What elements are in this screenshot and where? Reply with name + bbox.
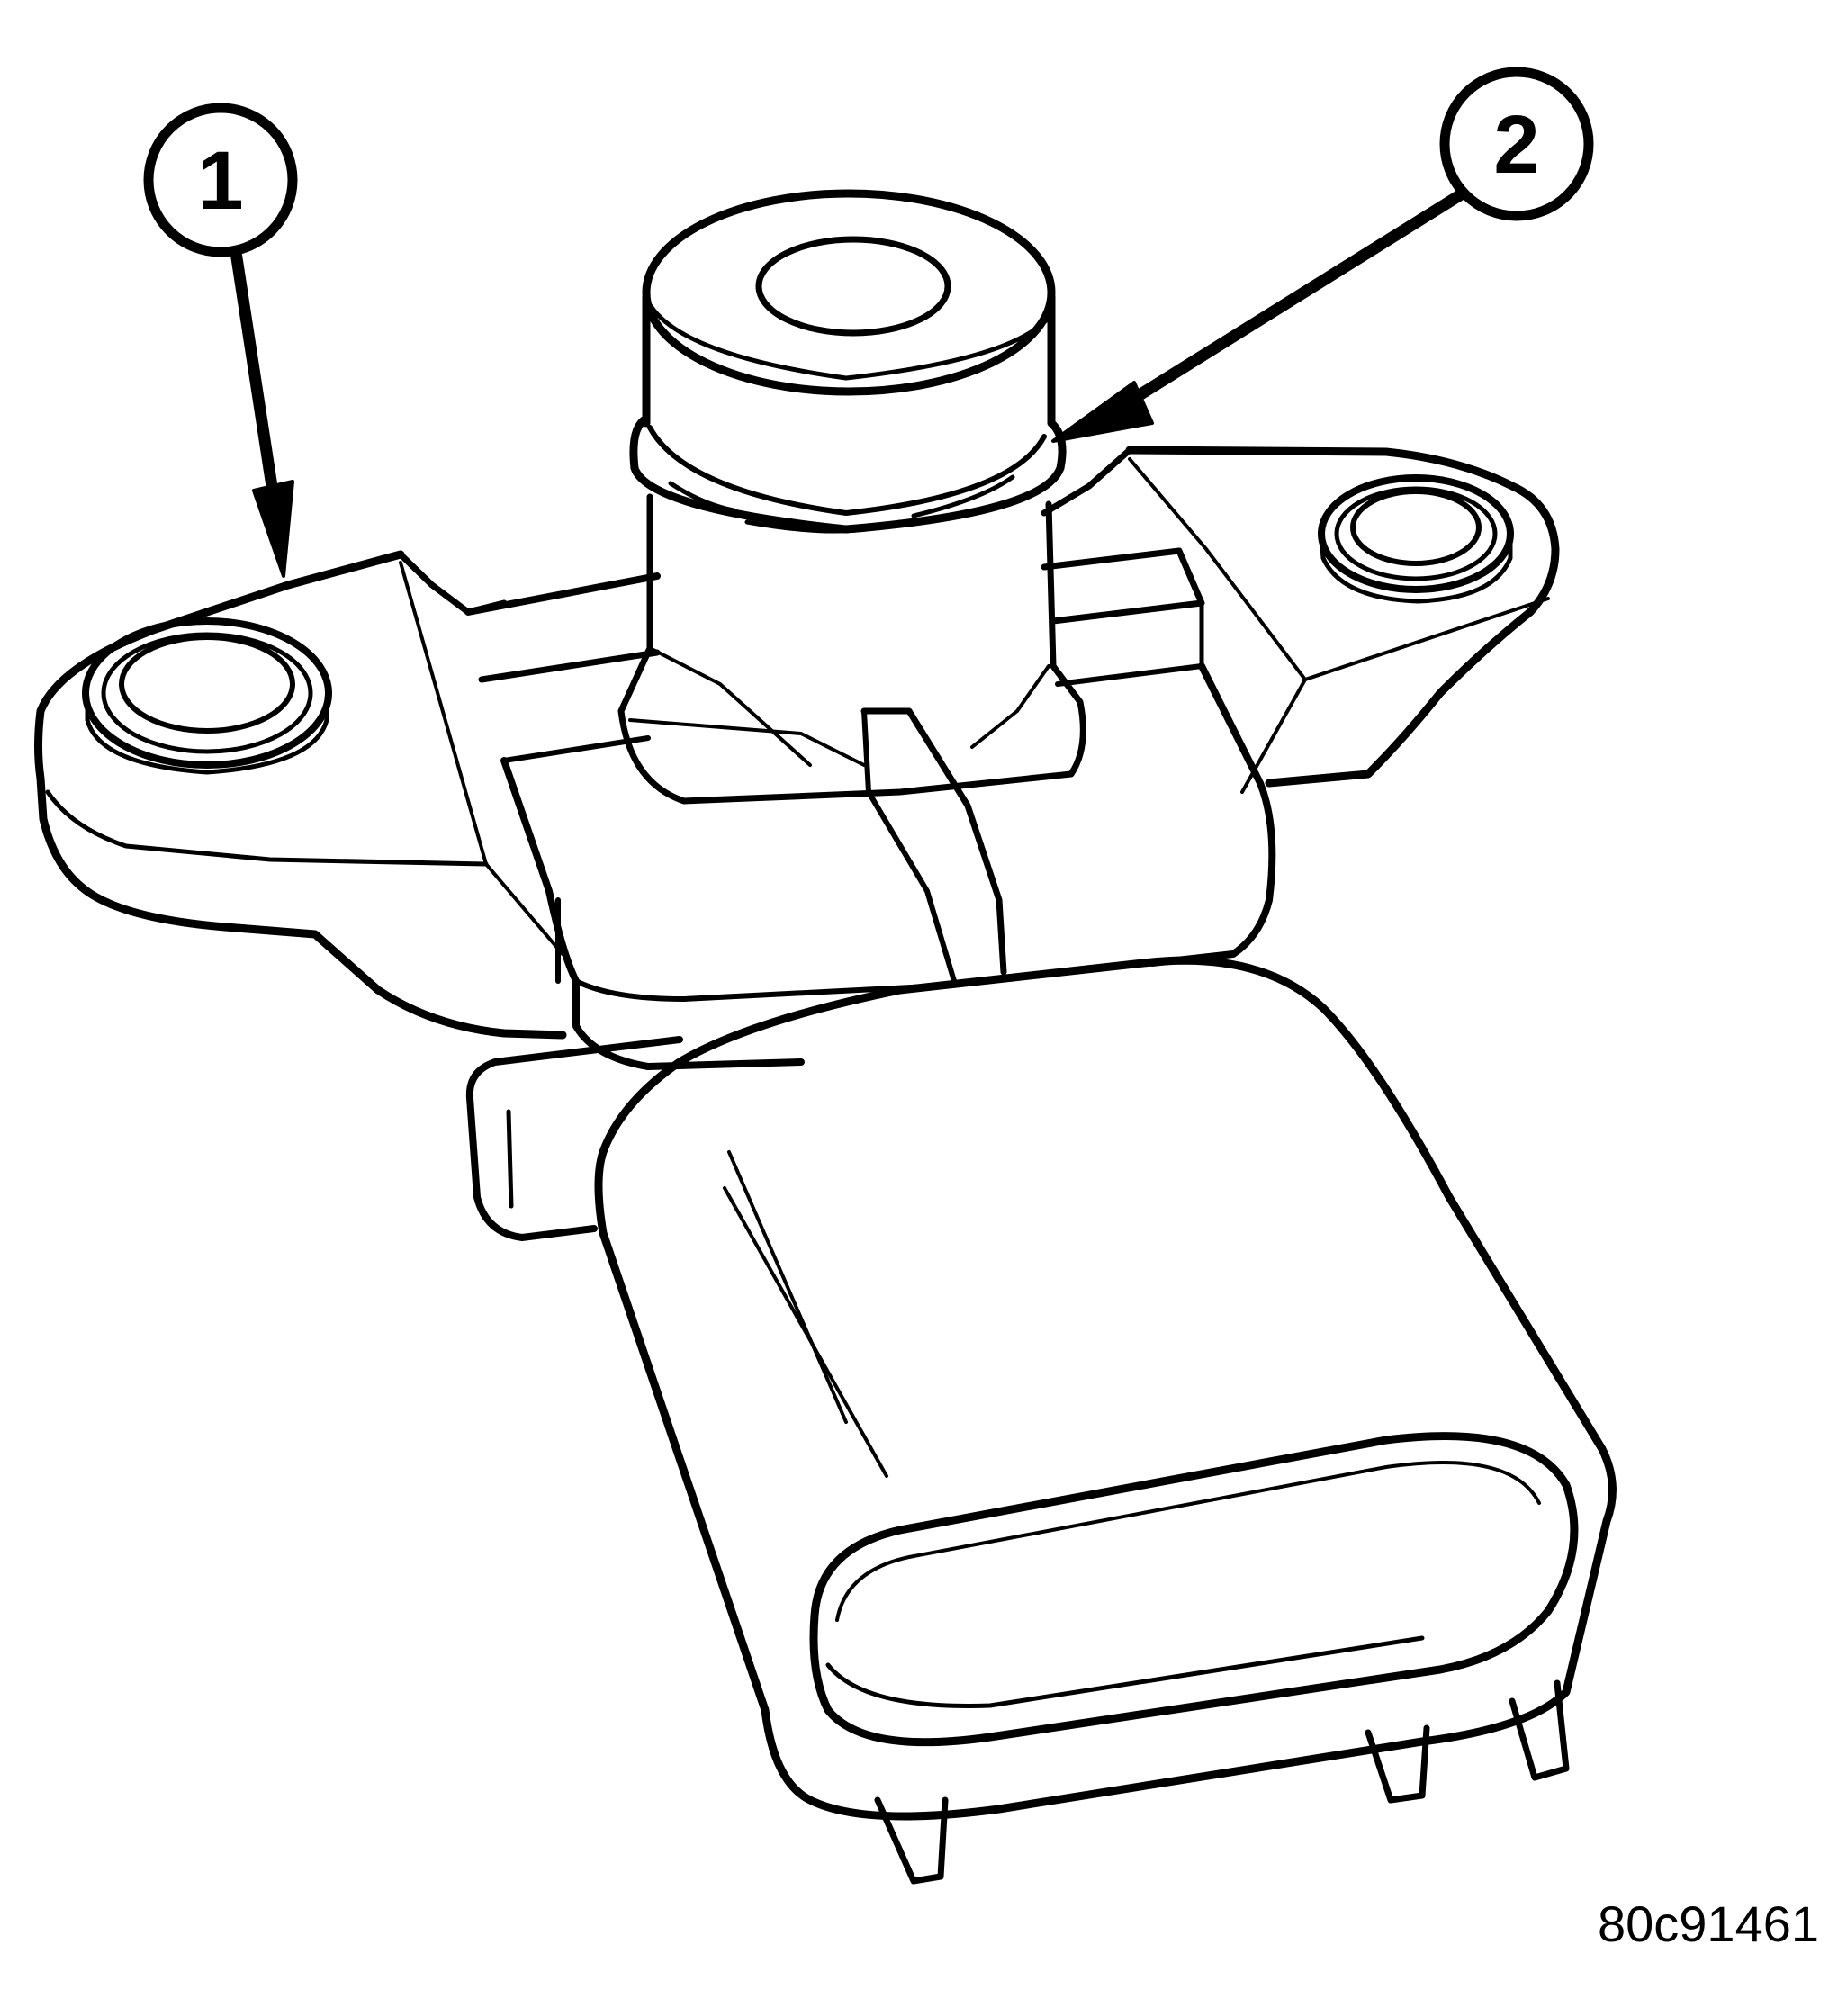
arrowhead-icon xyxy=(1051,381,1154,443)
callout-1: 1 xyxy=(143,103,298,578)
sensor-body xyxy=(464,547,1276,1070)
connector-latch-tab xyxy=(465,1036,683,1241)
callout-1-label: 1 xyxy=(197,135,243,227)
connector-pins xyxy=(874,1679,1570,1885)
right-mounting-flange xyxy=(1041,446,1560,794)
arrowhead-icon xyxy=(252,480,294,578)
center-ridge xyxy=(860,707,1007,984)
o-ring-seal xyxy=(629,414,1067,534)
left-mounting-flange xyxy=(34,550,567,1040)
figure-id-label: 80c91461 xyxy=(1598,1895,1820,1952)
port-neck xyxy=(617,493,1086,805)
callout-2-label: 2 xyxy=(1493,99,1539,191)
electrical-connector xyxy=(594,956,1617,1821)
pressure-port xyxy=(642,189,1056,428)
callout-2: 2 xyxy=(1051,67,1594,443)
